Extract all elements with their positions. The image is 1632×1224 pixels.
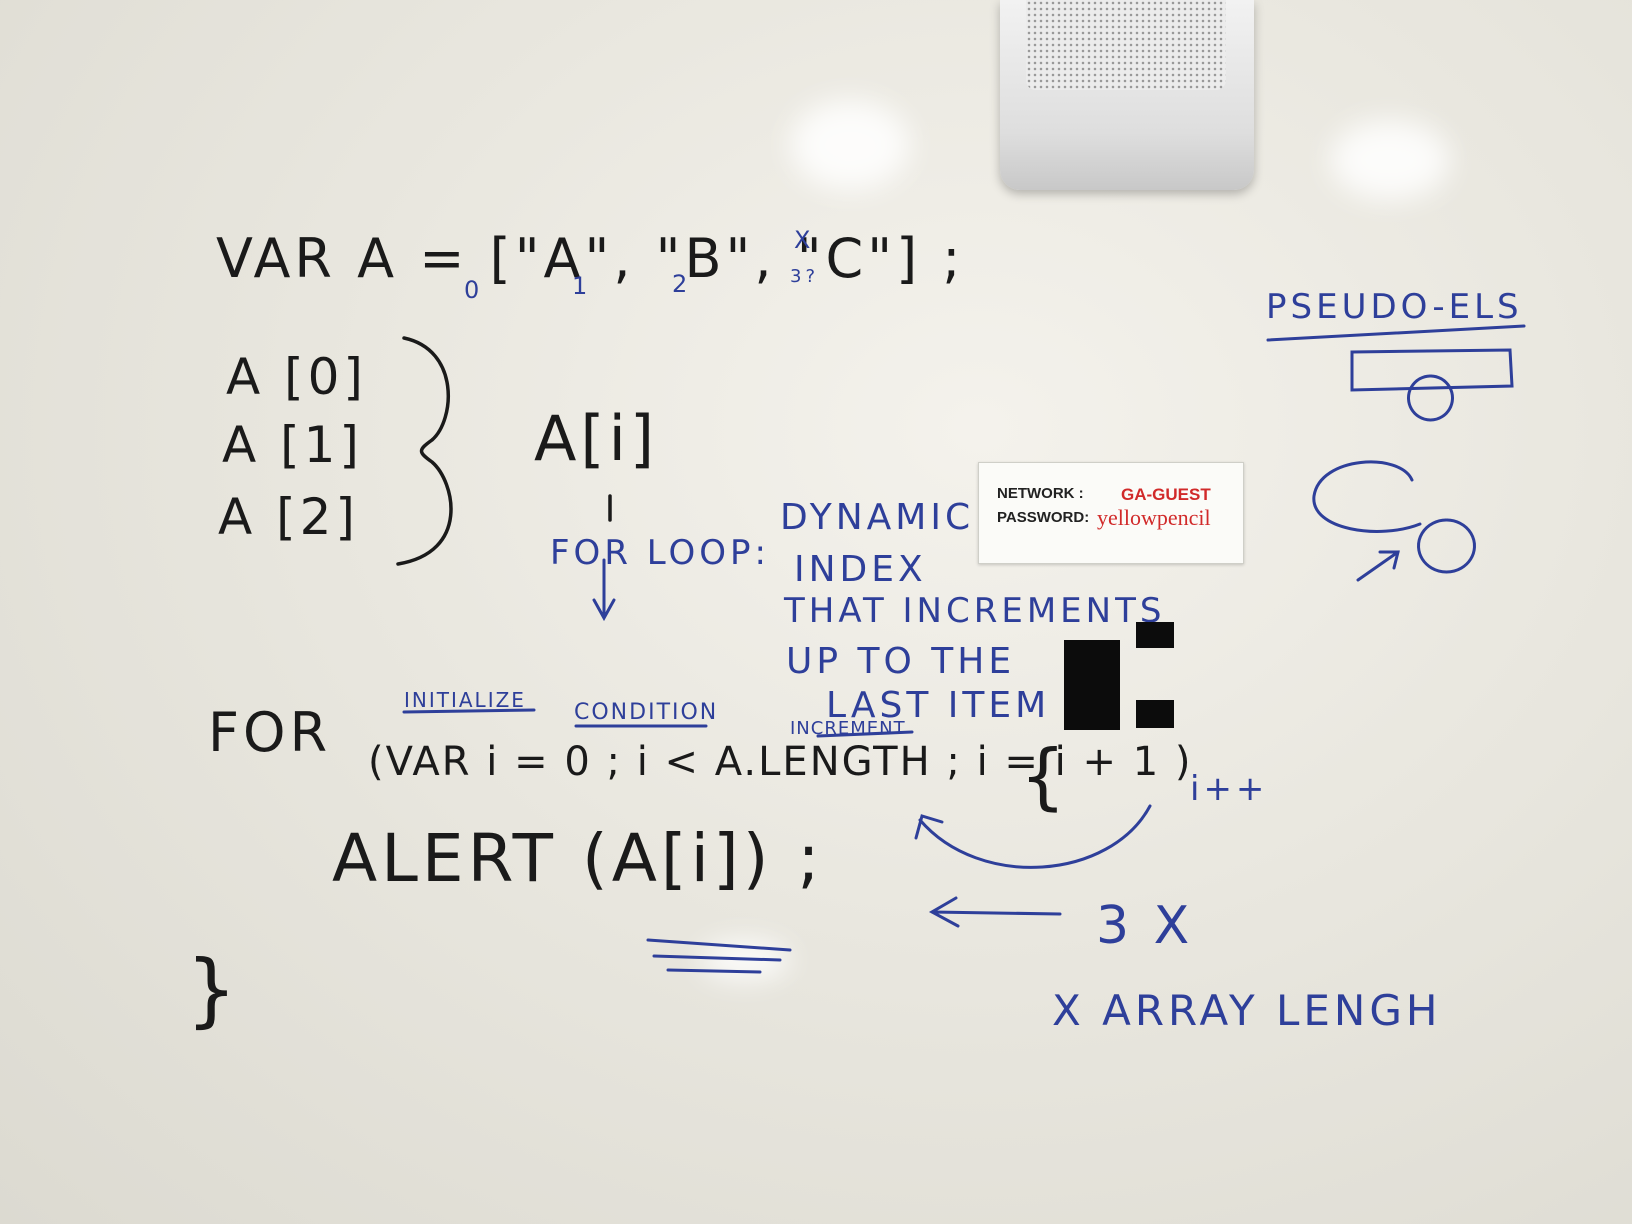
a2-expression: A [2] <box>218 488 359 546</box>
speech-bubble <box>1312 460 1422 533</box>
close-brace: } <box>186 943 241 1036</box>
bubble-circle <box>1417 518 1476 574</box>
array-length-note: X ARRAY LENGH <box>1052 986 1442 1035</box>
pseudo-elements-label: PSEUDO-ELS <box>1266 287 1523 327</box>
magnet-strip <box>1136 622 1174 648</box>
wifi-sticker: NETWORK : GA-GUEST PASSWORD: yellowpenci… <box>978 462 1244 564</box>
open-brace: { <box>1020 734 1070 818</box>
for-loop-header: (VAR i = 0 ; i < A.LENGTH ; i = i + 1 ) <box>368 739 1193 785</box>
index-label-0: 0 <box>464 276 484 304</box>
dynamic-line-5: LAST ITEM <box>826 685 1051 726</box>
initialize-label: INITIALIZE <box>404 688 526 712</box>
dynamic-line-1: DYNAMIC <box>780 497 975 538</box>
alert-underline <box>646 938 792 974</box>
dynamic-line-2: INDEX <box>794 549 927 590</box>
loop-back-arrow <box>914 804 1152 869</box>
network-value: GA-GUEST <box>1121 485 1211 504</box>
arrow-down-stroke <box>592 558 616 622</box>
magnet-strip <box>1136 700 1174 728</box>
for-loop-label: FOR LOOP: <box>550 533 770 573</box>
network-label: NETWORK : <box>997 485 1084 502</box>
password-value: yellowpencil <box>1097 505 1211 530</box>
alert-statement: ALERT (A[i]) ; <box>332 820 824 897</box>
three-times: 3 X <box>1096 896 1194 956</box>
password-label: PASSWORD: <box>997 509 1090 526</box>
initialize-underline <box>402 708 536 714</box>
pseudo-underline <box>1266 324 1526 342</box>
ai-expression: A[i] <box>534 402 659 475</box>
index-label-1: 1 <box>572 272 592 300</box>
curly-brace-stroke <box>396 336 453 566</box>
speaker-grille <box>1026 0 1226 90</box>
small-arrow <box>1356 550 1400 582</box>
a0-expression: A [0] <box>226 348 367 406</box>
magnet-strip <box>1064 640 1120 730</box>
wall-speaker <box>1000 0 1254 190</box>
left-arrow <box>928 896 1062 928</box>
increment-underline <box>816 730 914 738</box>
dynamic-line-4: UP TO THE <box>786 641 1016 682</box>
a1-expression: A [1] <box>222 416 363 474</box>
index-label-2: 2 <box>672 270 692 298</box>
pseudo-circle <box>1407 374 1454 422</box>
condition-label: CONDITION <box>574 700 719 725</box>
pseudo-box <box>1350 348 1514 392</box>
i-plus-plus: i++ <box>1190 769 1269 809</box>
light-glare <box>790 100 910 190</box>
dynamic-line-3: THAT INCREMENTS <box>784 591 1166 631</box>
extra-x-mark: X <box>794 226 815 254</box>
extra-index-question: 3? <box>790 266 820 287</box>
light-glare <box>1330 120 1450 200</box>
for-keyword: FOR <box>208 701 332 764</box>
array-declaration: VAR A = ["A", "B", "C"] ; <box>216 227 965 290</box>
